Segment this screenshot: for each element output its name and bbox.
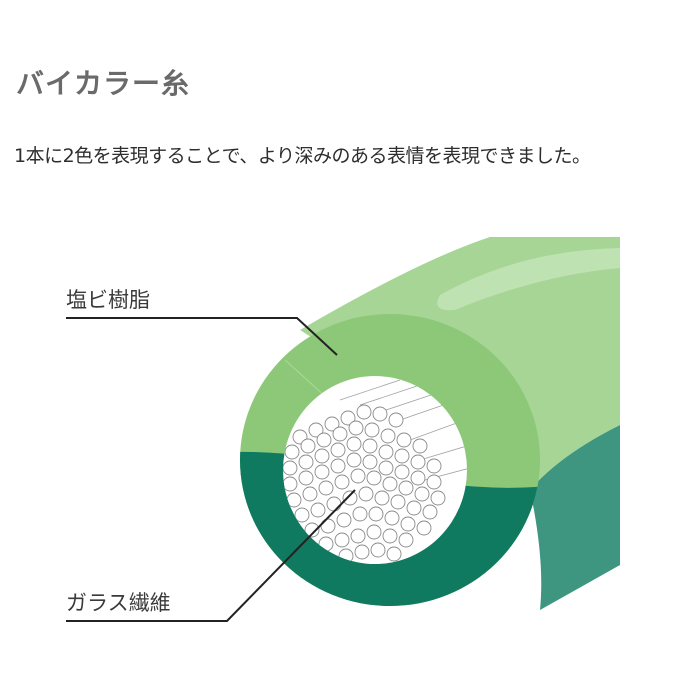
glass-leader-line <box>66 489 356 622</box>
description-text: 1本に2色を表現することで、より深みのある表情を表現できました。 <box>14 145 591 167</box>
glass-fiber-bundle <box>283 376 467 564</box>
pvc-leader-line <box>66 317 338 356</box>
page-title: バイカラー糸 <box>16 67 191 100</box>
glass-fiber-label: ガラス繊維 <box>66 591 171 615</box>
pvc-resin-label: 塩ビ樹脂 <box>66 288 150 312</box>
